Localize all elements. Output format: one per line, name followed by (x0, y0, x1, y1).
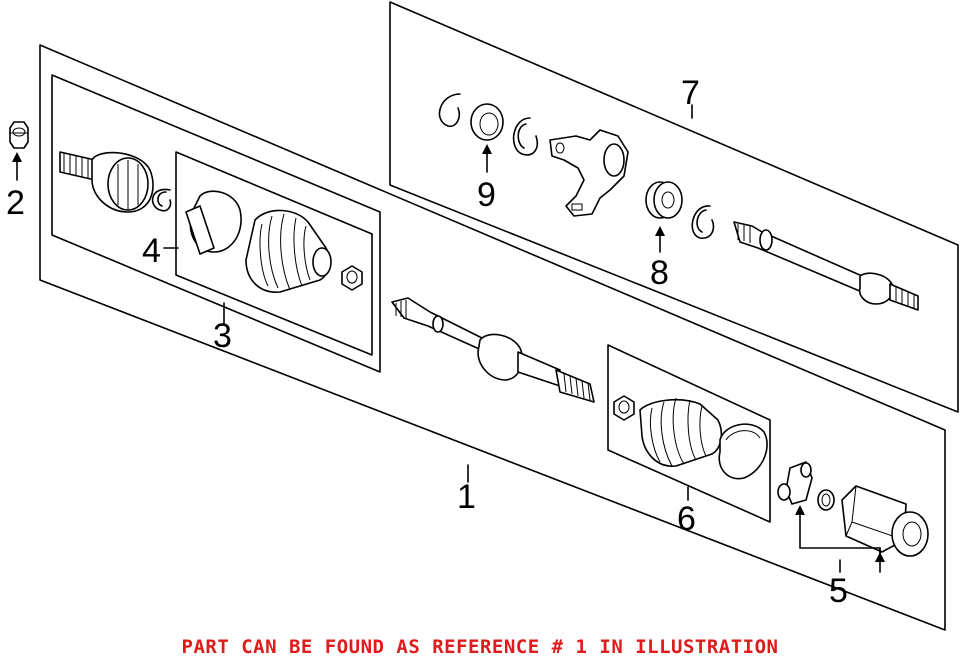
callout-1: 1 (457, 478, 476, 516)
part-tripod (777, 461, 813, 505)
callout-5: 5 (829, 572, 848, 610)
callout-9: 9 (477, 176, 496, 214)
part-2-nut (9, 121, 29, 149)
part-clip-small (151, 188, 172, 212)
panel-4-outline (175, 151, 373, 356)
callout-3: 3 (213, 317, 232, 355)
callout-4: 4 (142, 232, 161, 270)
part-seal-9 (470, 103, 504, 141)
part-bearing-8 (645, 181, 683, 219)
part-inner-housing (841, 485, 929, 557)
panel-6-outline (607, 344, 771, 523)
part-snap-ring-c (691, 205, 715, 239)
callout-7: 7 (681, 74, 700, 112)
callout-6: 6 (677, 500, 696, 538)
part-snap-ring-a (438, 93, 461, 128)
part-band-inner (613, 395, 635, 421)
reference-note: PART CAN BE FOUND AS REFERENCE # 1 IN IL… (181, 636, 779, 658)
callout-8: 8 (650, 254, 669, 292)
part-snap-ring-b (512, 117, 538, 156)
panel-1-outline (39, 44, 946, 631)
part-boot-outer (245, 209, 332, 293)
panel-7-outline (389, 1, 959, 413)
part-boot-clamp-inner (718, 423, 768, 480)
part-axle-shaft (391, 297, 595, 403)
part-washer (817, 489, 835, 511)
callout-2: 2 (6, 184, 25, 222)
panel-3-outline (51, 74, 381, 373)
leader-8 (655, 226, 665, 253)
part-bearing-bracket (549, 129, 629, 217)
leader-9 (482, 144, 492, 173)
part-boot-inner (639, 397, 723, 467)
part-cv-joint-outer (59, 151, 154, 213)
part-intermediate-shaft (733, 221, 919, 311)
leader-2 (12, 152, 22, 181)
part-band (341, 265, 363, 291)
leader-5 (795, 505, 885, 573)
part-boot-clamp (185, 190, 242, 255)
